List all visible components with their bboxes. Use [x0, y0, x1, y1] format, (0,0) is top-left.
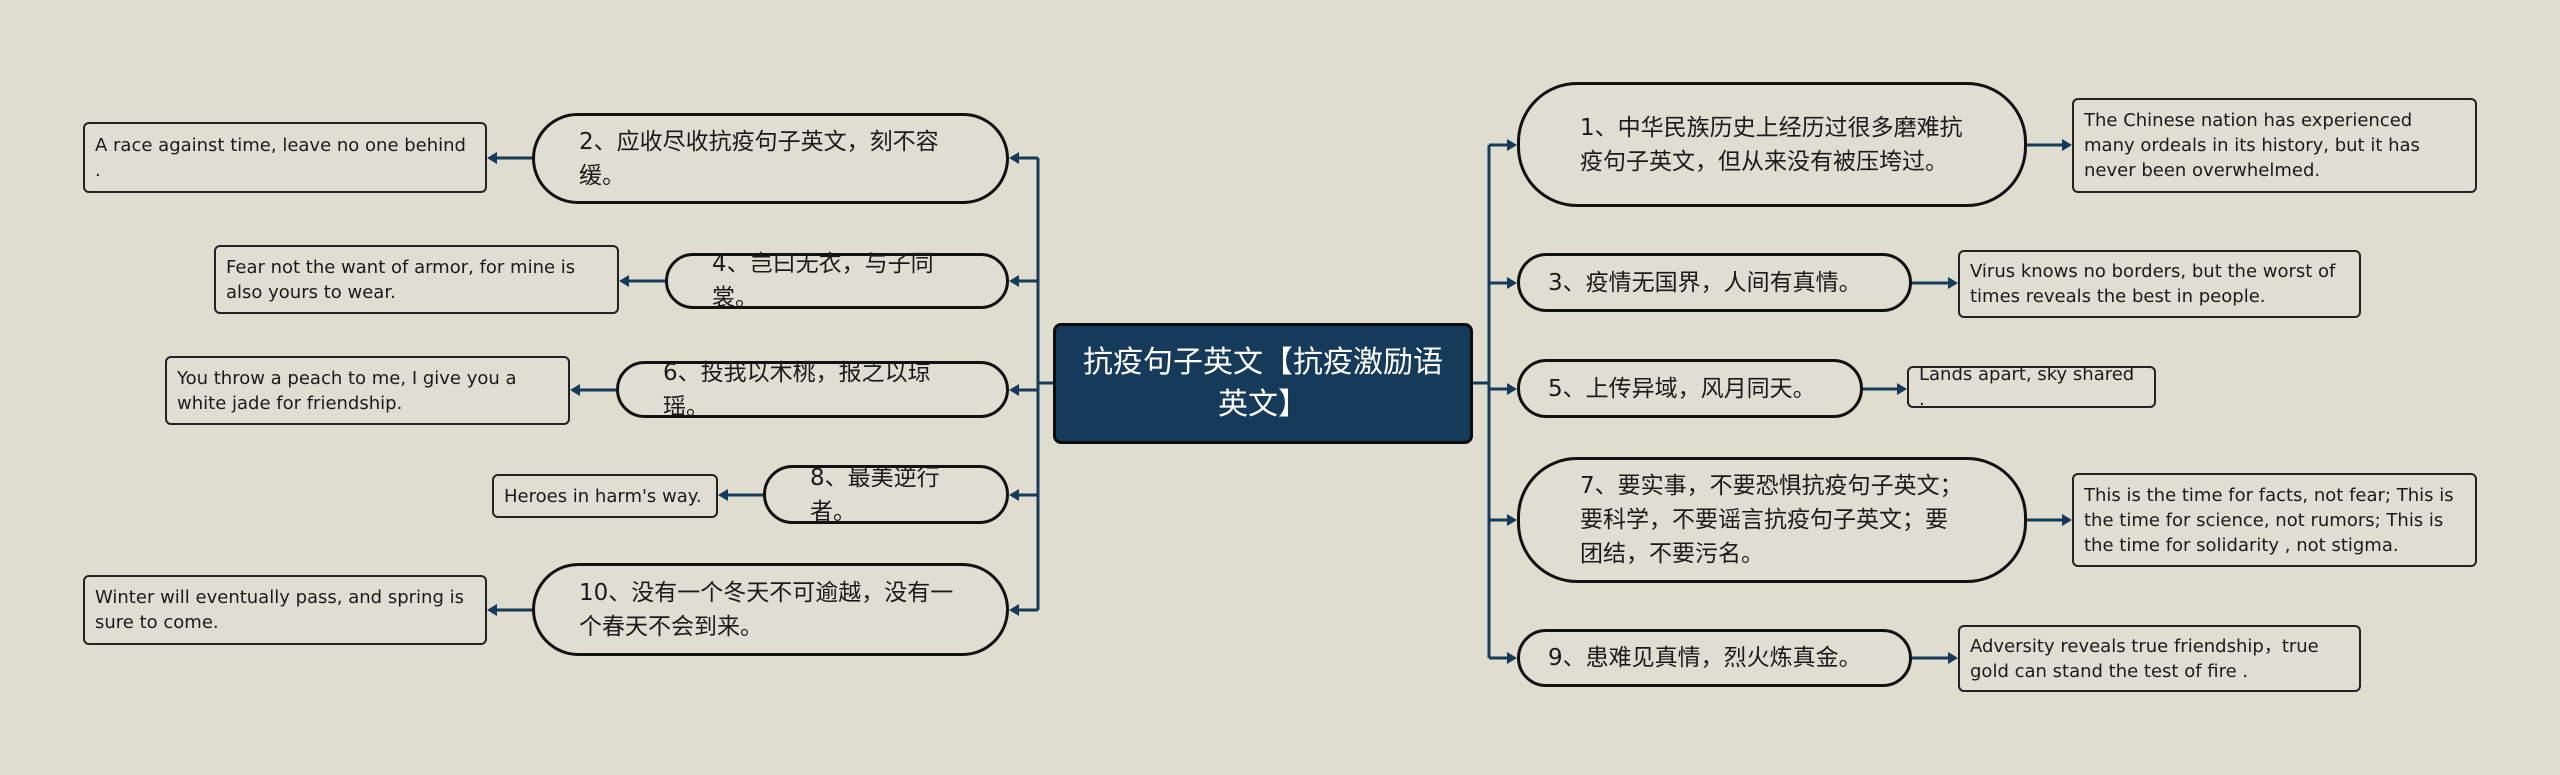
topic-node-5[interactable]: 5、上传异域，风月同天。	[1517, 359, 1863, 418]
arrowhead	[1009, 489, 1019, 501]
translation-label: You throw a peach to me, I give you a wh…	[177, 367, 517, 414]
arrowhead	[1009, 604, 1019, 616]
arrowhead	[487, 604, 497, 616]
translation-label: Virus knows no borders, but the worst of…	[1970, 261, 2336, 307]
arrowhead	[1507, 139, 1517, 151]
topic-node-10[interactable]: 10、没有一个冬天不可逾越，没有一个春天不会到来。	[532, 563, 1009, 656]
topic-node-6[interactable]: 6、投我以木桃，报之以琼瑶。	[616, 360, 1009, 420]
arrowhead	[1507, 277, 1517, 289]
topic-label: 4、岂曰无衣，与子同裳。	[712, 251, 934, 311]
topic-node-3[interactable]: 3、疫情无国界，人间有真情。	[1517, 253, 1912, 312]
translation-node-2[interactable]: A race against time, leave no one behind…	[83, 122, 487, 193]
topic-label: 8、最美逆行者。	[810, 464, 940, 525]
arrowhead	[1009, 275, 1019, 287]
topic-node-9[interactable]: 9、患难见真情，烈火炼真金。	[1517, 629, 1912, 687]
central-topic[interactable]: 抗疫句子英文【抗疫激励语英文】	[1053, 323, 1473, 444]
topic-label: 6、投我以木桃，报之以琼瑶。	[663, 359, 931, 420]
arrowhead	[1009, 384, 1019, 396]
topic-label: 9、患难见真情，烈火炼真金。	[1548, 645, 1862, 671]
topic-node-2[interactable]: 2、应收尽收抗疫句子英文，刻不容缓。	[532, 113, 1009, 204]
topic-label: 10、没有一个冬天不可逾越，没有一个春天不会到来。	[579, 579, 954, 640]
arrowhead	[718, 489, 728, 501]
translation-label: Lands apart, sky shared .	[1919, 364, 2135, 410]
translation-node-3[interactable]: Virus knows no borders, but the worst of…	[1958, 250, 2361, 318]
translation-node-7[interactable]: This is the time for facts, not fear; Th…	[2072, 473, 2477, 567]
arrowhead	[1507, 514, 1517, 526]
translation-node-4[interactable]: Fear not the want of armor, for mine is …	[214, 245, 619, 314]
arrowhead	[1897, 383, 1907, 395]
topic-label: 2、应收尽收抗疫句子英文，刻不容缓。	[579, 128, 939, 189]
topic-label: 3、疫情无国界，人间有真情。	[1548, 269, 1862, 296]
translation-node-10[interactable]: Winter will eventually pass, and spring …	[83, 575, 487, 645]
arrowhead	[570, 384, 580, 396]
topic-node-7[interactable]: 7、要实事，不要恐惧抗疫句子英文；要科学，不要谣言抗疫句子英文；要团结，不要污名…	[1517, 457, 2027, 583]
arrowhead	[1948, 652, 1958, 664]
arrowhead	[1507, 652, 1517, 664]
topic-node-8[interactable]: 8、最美逆行者。	[763, 465, 1009, 525]
topic-label: 7、要实事，不要恐惧抗疫句子英文；要科学，不要谣言抗疫句子英文；要团结，不要污名…	[1580, 473, 1963, 567]
topic-node-1[interactable]: 1、中华民族历史上经历过很多磨难抗疫句子英文，但从来没有被压垮过。	[1517, 82, 2027, 207]
arrowhead	[487, 152, 497, 164]
arrowhead	[2062, 139, 2072, 151]
topic-label: 1、中华民族历史上经历过很多磨难抗疫句子英文，但从来没有被压垮过。	[1580, 114, 1963, 175]
topic-label: 5、上传异域，风月同天。	[1548, 375, 1816, 402]
translation-label: A race against time, leave no one behind…	[95, 134, 466, 181]
translation-node-6[interactable]: You throw a peach to me, I give you a wh…	[165, 356, 570, 425]
arrowhead	[1507, 383, 1517, 395]
translation-node-1[interactable]: The Chinese nation has experienced many …	[2072, 98, 2477, 193]
central-topic-label: 抗疫句子英文【抗疫激励语英文】	[1083, 344, 1443, 422]
topic-node-4[interactable]: 4、岂曰无衣，与子同裳。	[665, 251, 1009, 311]
arrowhead	[1009, 152, 1019, 164]
arrowhead	[619, 275, 629, 287]
translation-node-9[interactable]: Adversity reveals true friendship，true g…	[1958, 625, 2361, 692]
arrowhead	[1948, 277, 1958, 289]
translation-label: Fear not the want of armor, for mine is …	[226, 256, 576, 303]
translation-label: The Chinese nation has experienced many …	[2084, 110, 2420, 181]
translation-node-8[interactable]: Heroes in harm's way.	[492, 474, 718, 518]
translation-label: This is the time for facts, not fear; Th…	[2084, 484, 2454, 556]
arrowhead	[2062, 514, 2072, 526]
translation-label: Adversity reveals true friendship，true g…	[1970, 635, 2319, 682]
translation-node-5[interactable]: Lands apart, sky shared .	[1907, 364, 2156, 410]
translation-label: Winter will eventually pass, and spring …	[95, 587, 464, 633]
translation-label: Heroes in harm's way.	[504, 485, 702, 507]
